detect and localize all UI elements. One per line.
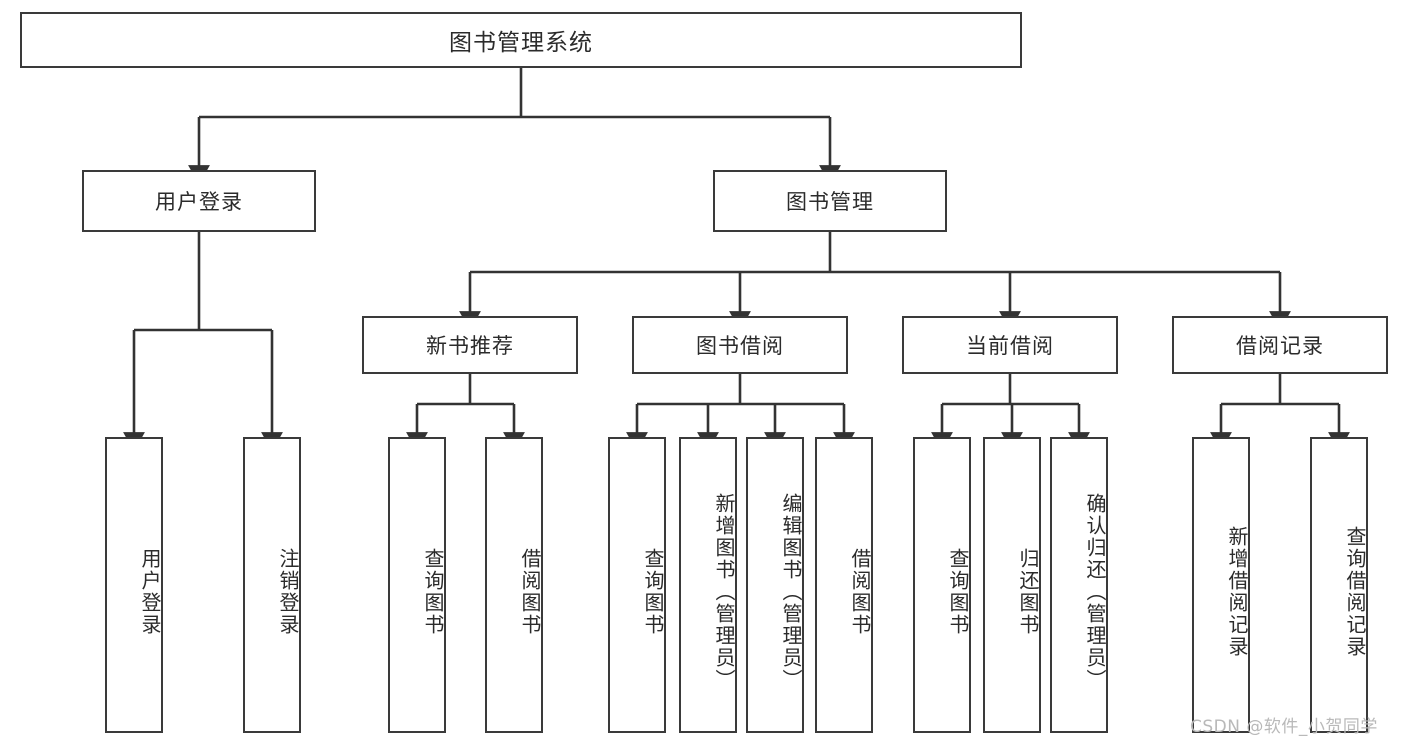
node-leaf-edit-book-admin[interactable]: 编辑图书（管理员） xyxy=(746,437,804,733)
node-leaf-logout[interactable]: 注销登录 xyxy=(243,437,301,733)
node-leaf-borrow-book-1[interactable]: 借阅图书 xyxy=(485,437,543,733)
node-leaf-add-borrow-record[interactable]: 新增借阅记录 xyxy=(1192,437,1250,733)
node-leaf-borrow-book-2[interactable]: 借阅图书 xyxy=(815,437,873,733)
node-current-borrow[interactable]: 当前借阅 xyxy=(902,316,1118,374)
node-root[interactable]: 图书管理系统 xyxy=(20,12,1022,68)
node-leaf-query-book-3[interactable]: 查询图书 xyxy=(913,437,971,733)
node-leaf-confirm-return-admin[interactable]: 确认归还（管理员） xyxy=(1050,437,1108,733)
node-leaf-query-borrow-record[interactable]: 查询借阅记录 xyxy=(1310,437,1368,733)
node-new-book-recommend[interactable]: 新书推荐 xyxy=(362,316,578,374)
node-borrow-record[interactable]: 借阅记录 xyxy=(1172,316,1388,374)
node-leaf-user-login[interactable]: 用户登录 xyxy=(105,437,163,733)
node-book-management[interactable]: 图书管理 xyxy=(713,170,947,232)
node-book-borrow[interactable]: 图书借阅 xyxy=(632,316,848,374)
node-leaf-add-book-admin[interactable]: 新增图书（管理员） xyxy=(679,437,737,733)
node-leaf-query-book-1[interactable]: 查询图书 xyxy=(388,437,446,733)
node-leaf-query-book-2[interactable]: 查询图书 xyxy=(608,437,666,733)
node-user-login[interactable]: 用户登录 xyxy=(82,170,316,232)
node-leaf-return-book[interactable]: 归还图书 xyxy=(983,437,1041,733)
csdn-watermark: CSDN @软件_小贺同学 xyxy=(1190,717,1378,737)
